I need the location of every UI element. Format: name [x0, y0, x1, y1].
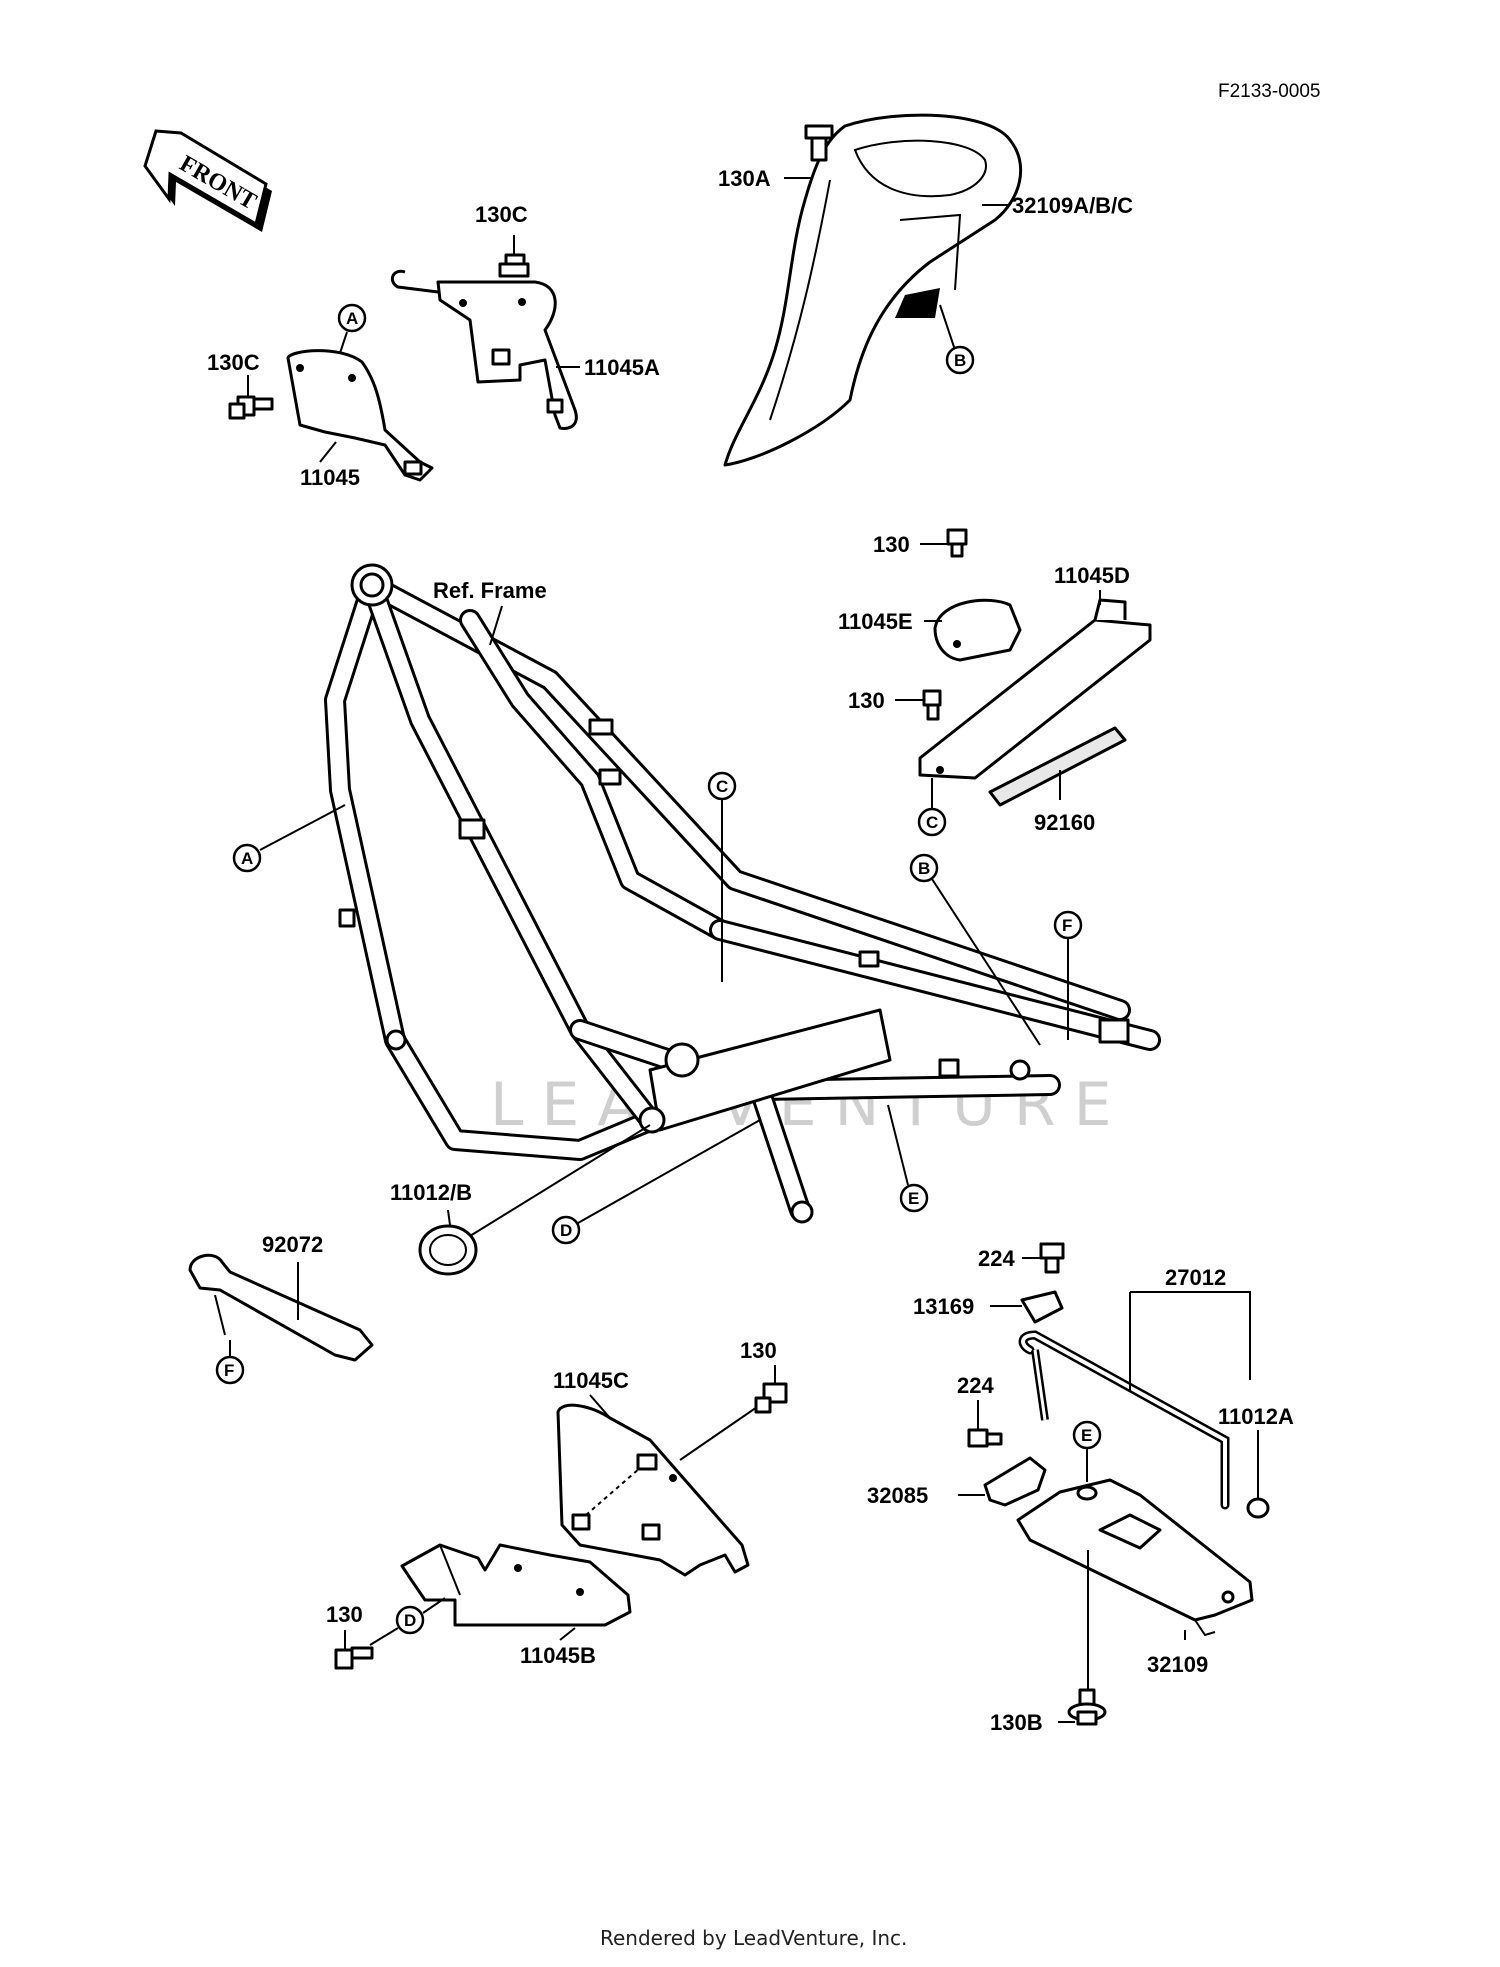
callout-d-frame: D: [551, 1215, 581, 1245]
bolt-130a-icon: [804, 124, 834, 162]
rod-27012-part: [1018, 1330, 1230, 1510]
label-11012a: 11012A: [1218, 1404, 1294, 1429]
document-number: F2133-0005: [1218, 81, 1320, 102]
label-130c-left: 130C: [207, 350, 260, 375]
bolt-130c-top-icon: [498, 253, 530, 278]
callout-f-strap: F: [215, 1355, 245, 1385]
callout-e-frame: E: [899, 1183, 929, 1213]
bolt-130b-icon: [1067, 1688, 1107, 1726]
bracket-32109-part: [1016, 1478, 1254, 1637]
bolt-130-b-icon: [922, 689, 942, 721]
label-32109abc: 32109A/B/C: [1012, 193, 1133, 218]
label-13169: 13169: [913, 1294, 974, 1319]
bracket-11045d-part: [918, 598, 1152, 780]
callout-b-top: B: [945, 345, 975, 375]
label-224-mid: 224: [957, 1373, 994, 1398]
callout-b-frame: B: [909, 853, 939, 883]
bolt-130-d-icon: [334, 1646, 374, 1670]
label-92072: 92072: [262, 1232, 323, 1257]
bracket-11045a-part: [390, 269, 578, 430]
callout-a-frame-letter: A: [241, 849, 253, 868]
callout-b-frame-letter: B: [918, 859, 930, 878]
label-130-a: 130: [873, 532, 910, 557]
callout-c-right: C: [917, 807, 947, 837]
bolt-130-a-icon: [946, 528, 968, 558]
bolt-224-mid-icon: [967, 1428, 1003, 1448]
label-ref-frame: Ref. Frame: [433, 578, 547, 603]
callout-a-top: A: [337, 303, 367, 333]
label-130-c: 130: [740, 1338, 777, 1363]
label-130a: 130A: [718, 166, 771, 191]
callout-a-top-letter: A: [346, 309, 358, 328]
label-11012b: 11012/B: [390, 1180, 472, 1205]
label-11045d: 11045D: [1054, 563, 1130, 588]
cap-11012b-part: [418, 1224, 478, 1276]
callout-f-strap-letter: F: [224, 1361, 234, 1380]
pad-92160-part: [988, 726, 1127, 807]
callout-b-top-letter: B: [954, 351, 966, 370]
label-11045b: 11045B: [520, 1643, 596, 1668]
bracket-11045e-part: [933, 598, 1022, 662]
callout-c-frame: C: [707, 771, 737, 801]
clip-32085-part: [983, 1456, 1047, 1507]
callout-c-frame-letter: C: [716, 777, 728, 796]
callout-d-bottom-letter: D: [404, 1611, 416, 1630]
grommet-11012a-part: [1246, 1497, 1270, 1519]
clamp-13169-part: [1020, 1290, 1064, 1324]
callout-e-bottom: E: [1072, 1420, 1102, 1450]
label-130-b: 130: [848, 688, 885, 713]
label-11045e: 11045E: [838, 609, 913, 634]
callout-d-frame-letter: D: [560, 1221, 572, 1240]
callout-e-bottom-letter: E: [1081, 1426, 1092, 1445]
front-arrow-icon: FRONT: [143, 129, 272, 232]
callout-f-frame: F: [1053, 910, 1083, 940]
bolt-130-c-icon: [754, 1382, 788, 1414]
callout-e-frame-letter: E: [908, 1189, 919, 1208]
label-32085: 32085: [867, 1483, 928, 1508]
callout-d-bottom: D: [395, 1605, 425, 1635]
strap-92072-part: [188, 1253, 374, 1362]
main-frame-part: [324, 563, 1161, 1224]
label-11045c: 11045C: [553, 1368, 629, 1393]
label-92160: 92160: [1034, 810, 1095, 835]
callout-a-frame: A: [232, 843, 262, 873]
cover-11045c-part: [556, 1403, 750, 1577]
label-11045: 11045: [300, 465, 360, 490]
cover-11045b-part: [400, 1543, 632, 1627]
label-27012: 27012: [1165, 1265, 1226, 1290]
bolt-224-top-icon: [1039, 1242, 1065, 1274]
callout-c-right-letter: C: [926, 813, 938, 832]
bolt-130c-left-icon: [228, 395, 274, 420]
callout-f-frame-letter: F: [1062, 916, 1072, 935]
footer-credit: Rendered by LeadVenture, Inc.: [600, 1926, 907, 1950]
label-130b: 130B: [990, 1710, 1043, 1735]
label-11045a: 11045A: [584, 355, 660, 380]
label-32109: 32109: [1147, 1652, 1208, 1677]
bracket-11045-part: [286, 349, 434, 482]
label-224-top: 224: [978, 1246, 1015, 1271]
chain-guard-part: [723, 113, 1023, 467]
label-130-d: 130: [326, 1602, 363, 1627]
label-130c-top: 130C: [475, 202, 528, 227]
